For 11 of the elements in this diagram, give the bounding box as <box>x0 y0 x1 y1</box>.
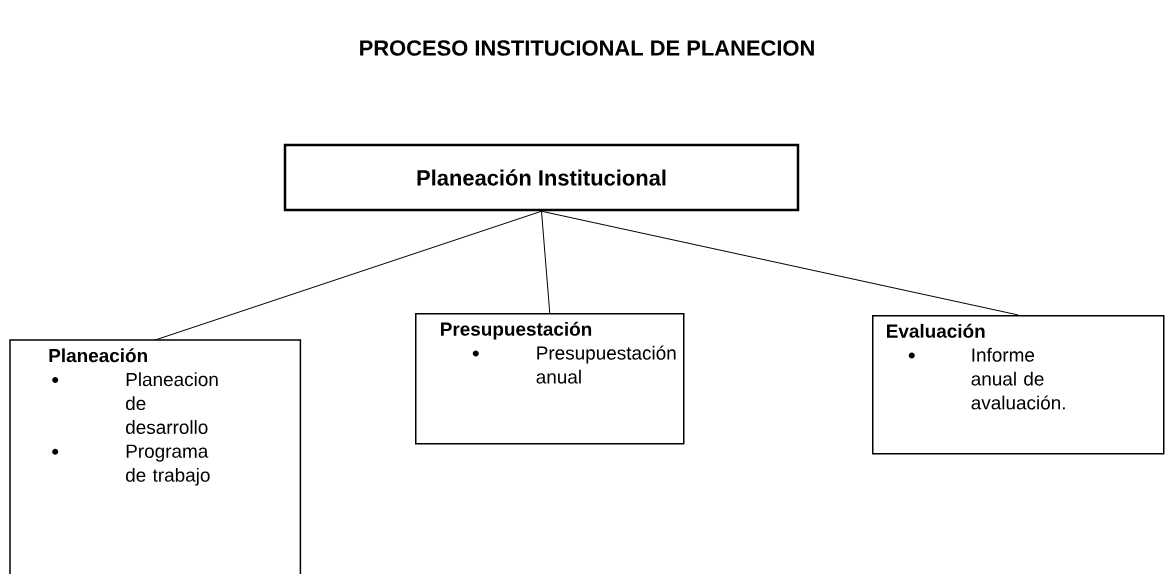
text-box: Planeación Planeacion de desarrollo Programa de trabajo <box>9 339 302 574</box>
title: PROCESO INSTITUCIONAL DE PLANECION <box>360 40 814 56</box>
connector-line <box>541 210 551 314</box>
node-label: Programa de trabajo <box>126 444 210 486</box>
node-label: Planeacion de desarrollo <box>126 372 218 434</box>
connector-line <box>541 210 1019 316</box>
text-box: Evaluación Informe anual de avaluación. <box>872 315 1165 455</box>
title-box: Planeación Institucional <box>283 143 800 212</box>
connector-line <box>154 210 542 341</box>
node-label: Planeación <box>49 348 147 363</box>
text-box: Presupuestación Presupuestación anual <box>415 313 685 445</box>
